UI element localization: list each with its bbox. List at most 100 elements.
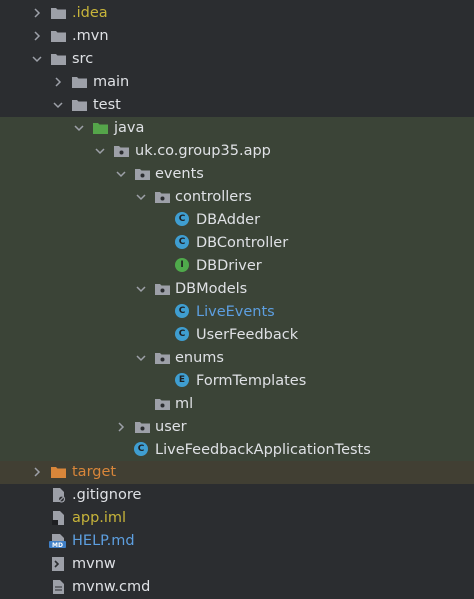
enum-badge: E	[175, 373, 189, 387]
tree-item-dbdriver[interactable]: I DBDriver	[0, 255, 474, 278]
tree-item-label: src	[72, 51, 94, 67]
tree-item-mvn[interactable]: .mvn	[0, 25, 474, 48]
tree-item-label: .gitignore	[72, 487, 142, 503]
tree-item-label: java	[114, 120, 145, 136]
tree-item-label: DBModels	[175, 281, 248, 297]
chevron-down-icon[interactable]	[134, 190, 148, 204]
interface-icon: I	[175, 258, 192, 274]
shell-script-icon	[50, 556, 67, 572]
tree-item-label: user	[155, 419, 187, 435]
tree-item-label: DBController	[196, 235, 289, 251]
tree-item-controllers[interactable]: controllers	[0, 186, 474, 209]
tree-item-label: events	[155, 166, 204, 182]
tree-item-app-tests[interactable]: C LiveFeedbackApplicationTests	[0, 439, 474, 462]
tree-item-idea[interactable]: .idea	[0, 2, 474, 25]
chevron-down-icon[interactable]	[134, 351, 148, 365]
chevron-right-icon[interactable]	[30, 465, 44, 479]
tree-item-label: app.iml	[72, 510, 127, 526]
tree-item-target[interactable]: target	[0, 461, 474, 484]
text-file-icon	[50, 579, 67, 595]
package-icon	[154, 396, 171, 412]
tree-item-mvnw[interactable]: mvnw	[0, 553, 474, 576]
tree-item-label: LiveFeedbackApplicationTests	[155, 442, 371, 458]
package-icon	[154, 281, 171, 297]
tree-item-dbadder[interactable]: C DBAdder	[0, 209, 474, 232]
tree-item-label: DBAdder	[196, 212, 261, 228]
excluded-folder-icon	[50, 464, 67, 480]
tree-item-label: .idea	[72, 5, 108, 21]
tree-item-gitignore[interactable]: .gitignore	[0, 484, 474, 507]
interface-badge: I	[175, 258, 189, 272]
tree-item-label: HELP.md	[72, 533, 135, 549]
tree-item-label: UserFeedback	[196, 327, 299, 343]
tree-item-label: target	[72, 464, 117, 480]
tree-item-src[interactable]: src	[0, 48, 474, 71]
folder-icon	[50, 28, 67, 44]
chevron-down-icon[interactable]	[51, 98, 65, 112]
class-badge: C	[134, 442, 148, 456]
tree-item-label: main	[93, 74, 130, 90]
tree-item-label: .mvn	[72, 28, 109, 44]
chevron-down-icon[interactable]	[30, 52, 44, 66]
tree-item-dbcontroller[interactable]: C DBController	[0, 232, 474, 255]
tree-item-label: FormTemplates	[196, 373, 307, 389]
package-icon	[113, 143, 130, 159]
class-badge: C	[175, 304, 189, 318]
class-badge: C	[175, 212, 189, 226]
chevron-down-icon[interactable]	[134, 282, 148, 296]
folder-icon	[71, 97, 88, 113]
tree-item-formtemplates[interactable]: E FormTemplates	[0, 370, 474, 393]
test-sources-folder-icon	[92, 120, 109, 136]
package-icon	[154, 189, 171, 205]
tree-item-enums[interactable]: enums	[0, 347, 474, 370]
tree-item-label: ml	[175, 396, 194, 412]
class-icon: C	[175, 212, 192, 228]
tree-item-label: LiveEvents	[196, 304, 275, 320]
tree-item-ml[interactable]: ml	[0, 393, 474, 416]
package-icon	[134, 166, 151, 182]
tree-item-label: controllers	[175, 189, 252, 205]
class-badge: C	[175, 327, 189, 341]
folder-icon	[50, 51, 67, 67]
chevron-right-icon[interactable]	[30, 6, 44, 20]
tree-item-liveevents[interactable]: C LiveEvents	[0, 301, 474, 324]
tree-item-mvnw-cmd[interactable]: mvnw.cmd	[0, 576, 474, 599]
chevron-down-icon[interactable]	[93, 144, 107, 158]
tree-item-label: enums	[175, 350, 224, 366]
tree-item-label: mvnw.cmd	[72, 579, 151, 595]
ignore-file-icon	[50, 487, 67, 503]
tree-item-app-iml[interactable]: app.iml	[0, 507, 474, 530]
folder-icon	[50, 5, 67, 21]
class-badge: C	[175, 235, 189, 249]
chevron-down-icon[interactable]	[114, 167, 128, 181]
class-icon: C	[175, 304, 192, 320]
chevron-down-icon[interactable]	[72, 121, 86, 135]
tree-item-label: DBDriver	[196, 258, 262, 274]
tree-item-main[interactable]: main	[0, 71, 474, 94]
test-class-icon: C	[134, 442, 151, 458]
package-icon	[134, 419, 151, 435]
class-icon: C	[175, 327, 192, 343]
tree-item-label: uk.co.group35.app	[135, 143, 271, 159]
chevron-right-icon[interactable]	[30, 29, 44, 43]
chevron-right-icon[interactable]	[114, 420, 128, 434]
tree-item-java[interactable]: java	[0, 117, 474, 140]
enum-icon: E	[175, 373, 192, 389]
tree-item-events[interactable]: events	[0, 163, 474, 186]
tree-item-userfeedback[interactable]: C UserFeedback	[0, 324, 474, 347]
module-file-icon	[50, 510, 67, 526]
tree-item-user[interactable]: user	[0, 416, 474, 439]
tree-item-test[interactable]: test	[0, 94, 474, 117]
tree-item-package[interactable]: uk.co.group35.app	[0, 140, 474, 163]
tree-item-help-md[interactable]: MD HELP.md	[0, 530, 474, 553]
md-badge-text: MD	[52, 542, 63, 549]
markdown-file-icon: MD	[48, 533, 66, 549]
folder-icon	[71, 74, 88, 90]
chevron-right-icon[interactable]	[51, 75, 65, 89]
tree-item-label: test	[93, 97, 121, 113]
package-icon	[154, 350, 171, 366]
tree-item-dbmodels[interactable]: DBModels	[0, 278, 474, 301]
class-icon: C	[175, 235, 192, 251]
tree-item-label: mvnw	[72, 556, 116, 572]
